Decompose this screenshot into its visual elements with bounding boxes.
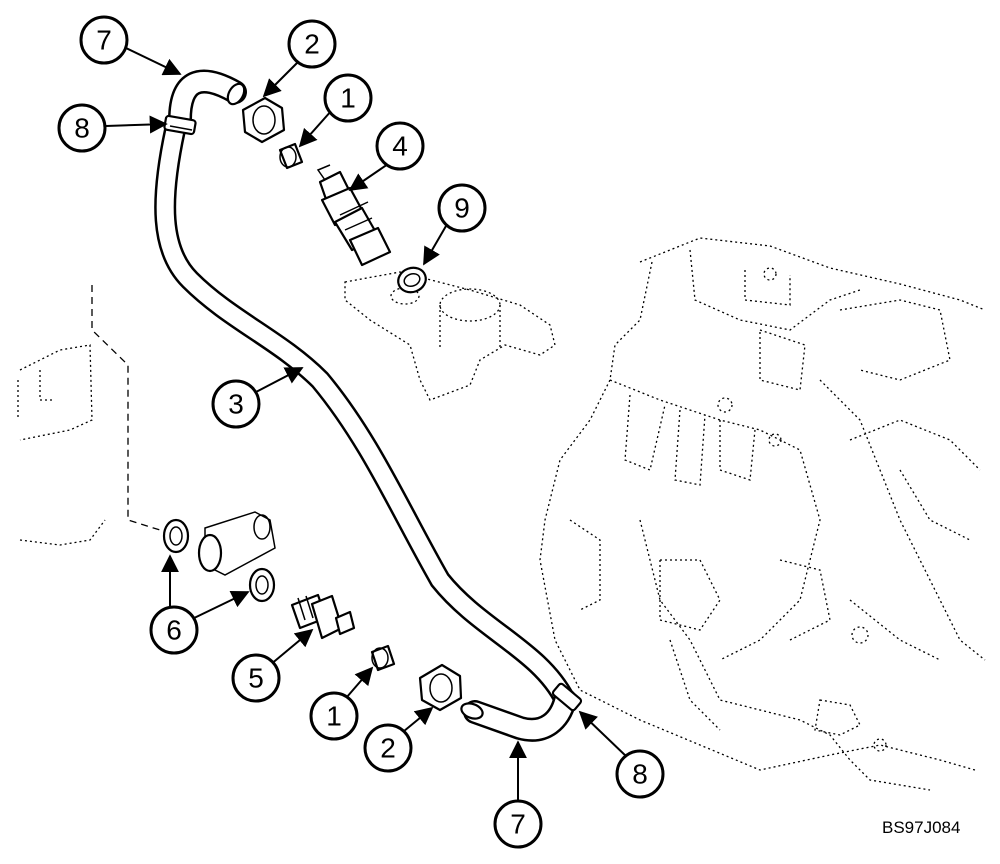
callout-8-bottom: 8 [615,749,665,799]
callout-6-label: 6 [166,615,182,646]
callout-5-label: 5 [248,663,264,694]
lower-elbow [460,682,583,742]
callout-7-bottom: 7 [493,799,543,849]
callout-1-bottom: 1 [309,691,359,741]
callout-2-top-label: 2 [304,29,320,60]
nut-bottom [418,663,463,712]
callout-1-bottom-label: 1 [326,701,342,732]
callout-7-top-label: 7 [96,25,112,56]
manifold-outline [344,271,556,401]
sealing-washer-top [397,266,427,294]
pressure-switch [290,593,356,640]
callout-3-label: 3 [228,389,244,420]
ferrule-bottom [370,644,396,672]
callout-8-top-label: 8 [74,113,90,144]
figure-code: BS97J084 [882,818,961,837]
callout-9-label: 9 [454,193,470,224]
callout-3: 3 [211,379,261,429]
nut-top [241,96,286,144]
upper-elbow [163,69,247,136]
callout-5: 5 [231,653,281,703]
callout-1-top-label: 1 [340,83,356,114]
callout-8-bottom-label: 8 [632,759,648,790]
callout-7-bottom-label: 7 [510,809,526,840]
callout-6: 6 [149,605,199,655]
sealing-washers [162,518,276,603]
temperature-sender [316,164,392,267]
coolant-hose [154,119,576,711]
callout-8-top: 8 [57,103,107,153]
callout-2-bottom-label: 2 [380,733,396,764]
callout-2-top: 2 [287,19,337,69]
leader-lines [105,47,629,800]
engine-block-outline [539,237,986,791]
callout-7-top: 7 [79,15,129,65]
left-bracket-outline [17,285,161,546]
callout-9: 9 [437,183,487,233]
ferrule-top [278,142,304,170]
callout-4: 4 [375,121,425,171]
callout-4-label: 4 [392,131,408,162]
banjo-fitting [197,511,276,576]
callout-1-top: 1 [323,73,373,123]
callout-2-bottom: 2 [363,723,413,773]
